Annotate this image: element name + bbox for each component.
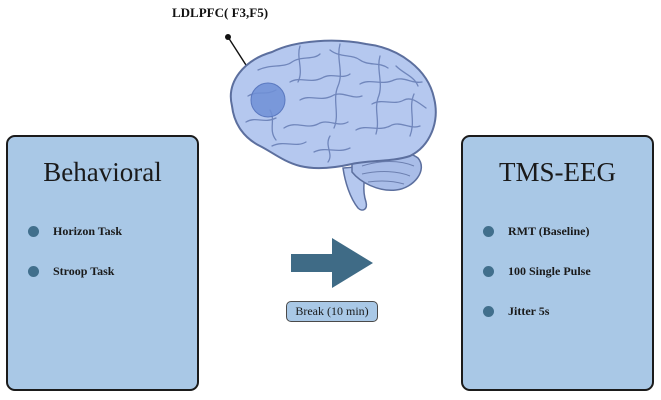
transition-arrow-icon	[291, 238, 373, 288]
region-label: LDLPFC( F3,F5)	[172, 5, 269, 20]
list-item: RMT (Baseline)	[483, 223, 589, 239]
tms-eeg-title: TMS-EEG	[499, 157, 616, 187]
behavioral-title: Behavioral	[43, 157, 162, 187]
list-item: 100 Single Pulse	[483, 263, 591, 279]
list-item-label: RMT (Baseline)	[508, 223, 590, 238]
behavioral-panel: Behavioral Horizon Task Stroop Task	[6, 135, 199, 391]
tms-eeg-panel: TMS-EEG RMT (Baseline) 100 Single Pulse …	[461, 135, 654, 391]
callout-dot	[225, 34, 231, 40]
list-item: Stroop Task	[28, 263, 114, 279]
list-item-label: 100 Single Pulse	[508, 263, 591, 278]
bullet-icon	[483, 225, 494, 237]
bullet-icon	[28, 265, 39, 277]
list-item-label: Stroop Task	[53, 263, 115, 278]
bullet-icon	[483, 265, 494, 277]
break-label: Break (10 min)	[286, 301, 378, 322]
list-item: Jitter 5s	[483, 303, 549, 319]
list-item: Horizon Task	[28, 223, 122, 239]
stimulation-site-marker	[250, 82, 286, 118]
bullet-icon	[483, 305, 494, 317]
brain-icon	[229, 39, 437, 211]
list-item-label: Horizon Task	[53, 223, 123, 238]
list-item-label: Jitter 5s	[508, 303, 550, 318]
bullet-icon	[28, 225, 39, 237]
